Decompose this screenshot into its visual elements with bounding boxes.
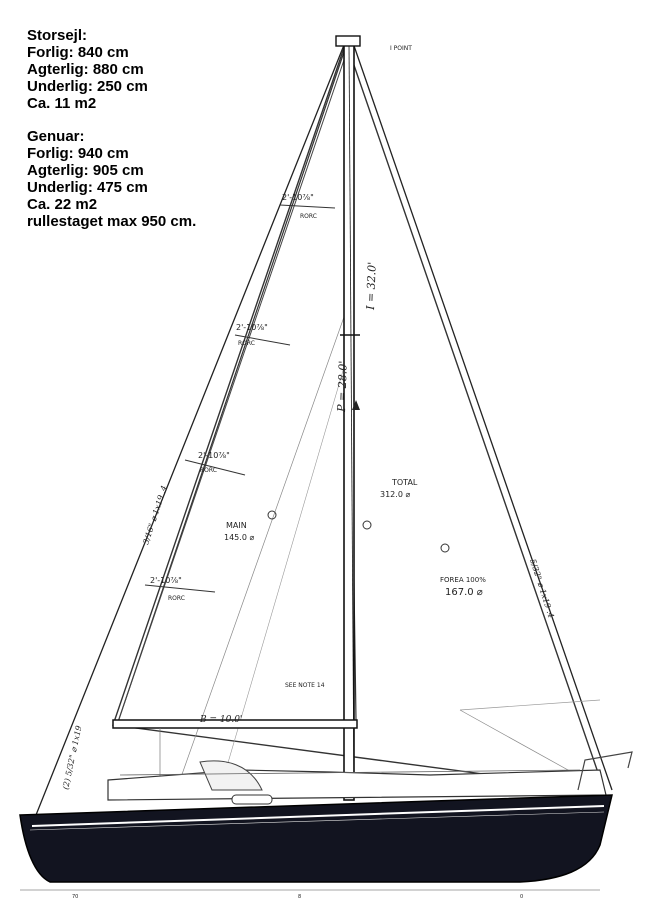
p-dimension: P = 28.0' bbox=[335, 361, 350, 414]
main-label: MAIN bbox=[226, 521, 247, 530]
storsejl-forlig: Forlig: 840 cm bbox=[27, 44, 129, 61]
batten-markers bbox=[144, 204, 336, 593]
sheer-stripe bbox=[31, 805, 605, 827]
batten-rule-4: RORC bbox=[168, 595, 185, 602]
storsejl-areal: Ca. 11 m2 bbox=[27, 95, 97, 112]
stern-pulpit bbox=[577, 751, 633, 791]
genoa-sheet bbox=[459, 699, 601, 711]
upper-shroud-label: 3/16" ⌀ 1x19 .4 bbox=[141, 484, 169, 545]
porthole bbox=[231, 794, 273, 805]
storsejl-specs: Storsejl: Forlig: 840 cm Agterlig: 880 c… bbox=[27, 27, 148, 112]
sheet-note: SEE NOTE 14 bbox=[285, 682, 325, 689]
batten-3 bbox=[184, 459, 246, 476]
cabin-window bbox=[199, 760, 263, 791]
forestay-label: (2) 5/32" ⌀ 1x19 bbox=[61, 725, 83, 791]
batten-rule-1: RORC bbox=[300, 213, 317, 220]
scale-mark-2: 8 bbox=[298, 894, 301, 900]
total-centroid bbox=[362, 520, 372, 530]
hull bbox=[19, 794, 613, 883]
main-area: 145.0 ⌀ bbox=[224, 533, 254, 542]
genuar-specs: Genuar: Forlig: 940 cm Agterlig: 905 cm … bbox=[27, 128, 196, 230]
forestay bbox=[35, 39, 347, 816]
scale-mark-3: 0 bbox=[520, 894, 523, 900]
genuar-areal: Ca. 22 m2 bbox=[27, 196, 98, 213]
batten-1 bbox=[279, 204, 336, 209]
genuar-note: rullestaget max 950 cm. bbox=[27, 213, 197, 230]
total-area: 312.0 ⌀ bbox=[380, 490, 410, 499]
batten-dim-1: 2'-10⅞" bbox=[282, 193, 314, 202]
boot-stripe bbox=[29, 811, 605, 831]
storsejl-agterlig: Agterlig: 880 cm bbox=[27, 61, 144, 78]
mast bbox=[343, 39, 355, 801]
scale-mark-1: 70 bbox=[72, 894, 78, 900]
upper-shroud bbox=[117, 59, 345, 723]
total-label: TOTAL bbox=[391, 478, 418, 487]
storsejl-heading: Storsejl: bbox=[27, 27, 88, 44]
masthead-fitting bbox=[335, 35, 361, 47]
genuar-heading: Genuar: bbox=[27, 128, 85, 145]
genuar-forlig: Forlig: 940 cm bbox=[27, 145, 129, 162]
mast-track bbox=[348, 43, 355, 797]
main-centroid bbox=[267, 510, 277, 520]
storsejl-underlig: Underlig: 250 cm bbox=[27, 78, 148, 95]
lower-shroud bbox=[179, 299, 351, 781]
batten-dim-4: 2'-10⅞" bbox=[150, 576, 182, 585]
genoa-centroid bbox=[440, 543, 450, 553]
batten-rule-3: RORC bbox=[200, 467, 217, 474]
b-dimension: B = 10.0' bbox=[199, 715, 242, 725]
genoa-sail bbox=[112, 39, 606, 791]
i-dimension: I = 32.0' bbox=[364, 262, 379, 312]
boom bbox=[112, 719, 358, 729]
lower-shroud-2 bbox=[219, 339, 353, 791]
batten-4 bbox=[144, 584, 216, 593]
lifeline bbox=[119, 769, 581, 776]
batten-dim-2: 2'-10⅞" bbox=[236, 323, 268, 332]
batten-rule-2: RORC bbox=[238, 340, 255, 347]
mast-triangle-marker bbox=[352, 400, 360, 410]
genoa-label: FOREA 100% bbox=[440, 576, 486, 584]
genuar-underlig: Underlig: 475 cm bbox=[27, 179, 148, 196]
backstay bbox=[351, 39, 613, 791]
centroid-markers bbox=[267, 510, 450, 553]
genoa-area: 167.0 ⌀ bbox=[445, 587, 483, 598]
batten-2 bbox=[234, 334, 291, 346]
batten-dim-3: 2'-10⅞" bbox=[198, 451, 230, 460]
genuar-agterlig: Agterlig: 905 cm bbox=[27, 162, 144, 179]
masthead-label: I POINT bbox=[390, 45, 412, 52]
